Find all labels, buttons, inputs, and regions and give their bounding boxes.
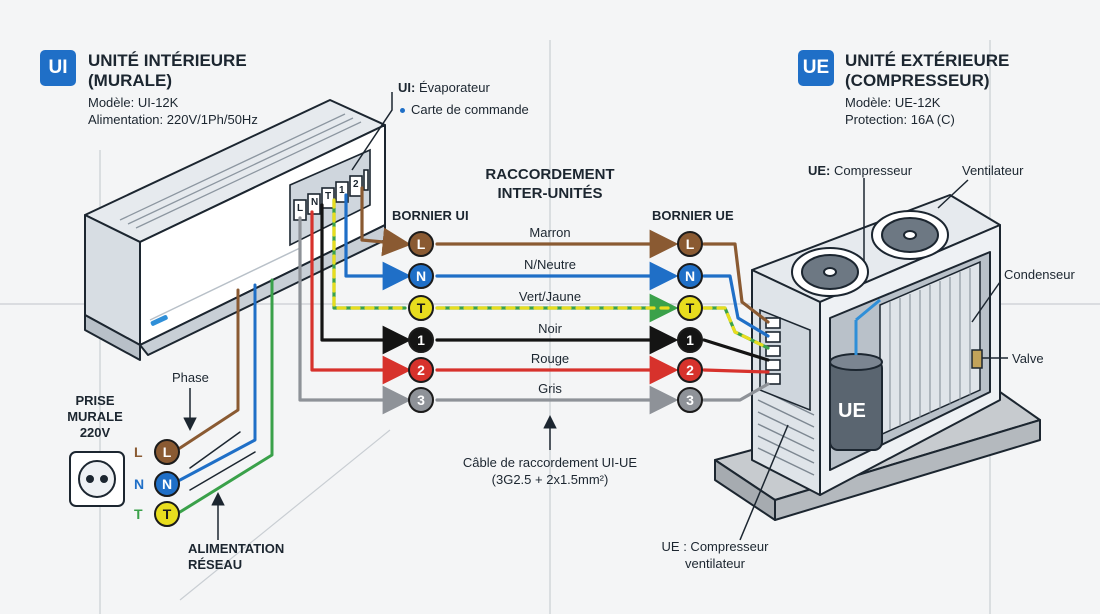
compressor-callout-prefix: UE: — [808, 163, 831, 178]
indoor-title-line2: (MURALE) — [88, 71, 173, 90]
ue-terminal-T: T — [677, 295, 703, 321]
indoor-block-label-T: T — [325, 191, 332, 202]
cable-spec: (3G2.5 + 2x1.5mm²) — [491, 472, 609, 487]
ue-terminal-1: 1 — [677, 327, 703, 353]
indoor-model: Modèle: UI-12K — [88, 95, 179, 110]
ui-terminal-N: N — [408, 263, 434, 289]
outdoor-protection: Protection: 16A (C) — [845, 112, 955, 127]
indoor-terminal-block — [289, 148, 371, 247]
ui-terminal-3: 3 — [408, 387, 434, 413]
valve — [971, 349, 983, 369]
indoor-block-label-L: L — [297, 203, 304, 214]
indoor-unit-drawing — [84, 99, 386, 361]
compressor-body-label: UE — [838, 400, 866, 422]
supply-terminal-L: L — [154, 439, 180, 465]
alim-line1: ALIMENTATION — [188, 541, 285, 556]
indoor-callout-evap: Évaporateur — [418, 80, 490, 95]
supply-letter-L: L — [134, 444, 143, 460]
indoor-callout-board-row: Carte de commande — [400, 102, 529, 117]
bornier-ue-label: BORNIER UE — [652, 208, 734, 223]
outdoor-model: Modèle: UE-12K — [845, 95, 941, 110]
wire-name-3: Gris — [538, 381, 562, 396]
bornier-ui-label: BORNIER UI — [392, 208, 469, 223]
wire-name-T: Vert/Jaune — [518, 289, 582, 304]
bottom-callout-line1: UE : Compresseur — [661, 539, 769, 554]
supply-terminal-T: T — [154, 501, 180, 527]
outdoor-title-line1: UNITÉ EXTÉRIEURE — [845, 51, 1010, 70]
ue-terminal-N: N — [677, 263, 703, 289]
indoor-power: Alimentation: 220V/1Ph/50Hz — [88, 112, 258, 127]
outdoor-fans — [791, 210, 949, 297]
condenser-coil — [879, 260, 981, 437]
supply-letter-N: N — [134, 476, 145, 492]
compressor-callout-label: Compresseur — [834, 163, 913, 178]
ue-terminal-2: 2 — [677, 357, 703, 383]
wall-socket — [69, 451, 125, 507]
inter-unit-wires — [298, 186, 770, 415]
fan-label: Ventilateur — [962, 163, 1024, 178]
prise-line3: 220V — [79, 425, 111, 440]
condenser-label: Condenseur — [1004, 267, 1075, 282]
indoor-title-line1: UNITÉ INTÉRIEURE — [88, 51, 247, 70]
compressor-callout: UE: Compresseur — [808, 163, 912, 178]
ui-terminal-2: 2 — [408, 357, 434, 383]
cable-label: Câble de raccordement UI-UE — [462, 455, 638, 470]
indoor-callout: UI: Évaporateur — [398, 80, 490, 95]
supply-letter-T: T — [134, 506, 143, 522]
compressor — [829, 298, 883, 451]
wire-name-L: Marron — [529, 225, 571, 240]
indoor-callout-prefix: UI: — [398, 80, 416, 95]
phase-label: Phase — [172, 370, 209, 385]
indoor-block-label-2: 2 — [353, 179, 359, 190]
valve-label: Valve — [1012, 351, 1044, 366]
prise-line2: MURALE — [67, 409, 123, 424]
ue-terminal-L: L — [677, 231, 703, 257]
indoor-badge: UI — [40, 50, 76, 86]
wire-name-2: Rouge — [530, 351, 570, 366]
connection-title-line1: RACCORDEMENT — [485, 166, 615, 183]
alim-line2: RÉSEAU — [188, 557, 243, 572]
outdoor-terminal-block — [759, 308, 811, 412]
ui-terminal-L: L — [408, 231, 434, 257]
outdoor-badge: UE — [798, 50, 834, 86]
supply-terminal-N: N — [154, 471, 180, 497]
ui-terminal-T: T — [408, 295, 434, 321]
indoor-callout-board: Carte de commande — [411, 102, 529, 117]
connection-title-line2: INTER-UNITÉS — [497, 185, 603, 202]
outdoor-title-line2: (COMPRESSEUR) — [845, 71, 990, 90]
supply-wires — [178, 278, 274, 514]
ui-terminal-1: 1 — [408, 327, 434, 353]
indoor-block-label-N: N — [311, 197, 319, 208]
prise-line1: PRISE — [75, 393, 115, 408]
wire-name-1: Noir — [538, 321, 562, 336]
indoor-block-label-1: 1 — [339, 185, 345, 196]
wire-name-N: N/Neutre — [523, 257, 577, 272]
bullet-icon — [400, 108, 405, 114]
bottom-callout-line2: ventilateur — [685, 556, 745, 571]
callout-pointers — [183, 92, 1008, 541]
ue-terminal-3: 3 — [677, 387, 703, 413]
